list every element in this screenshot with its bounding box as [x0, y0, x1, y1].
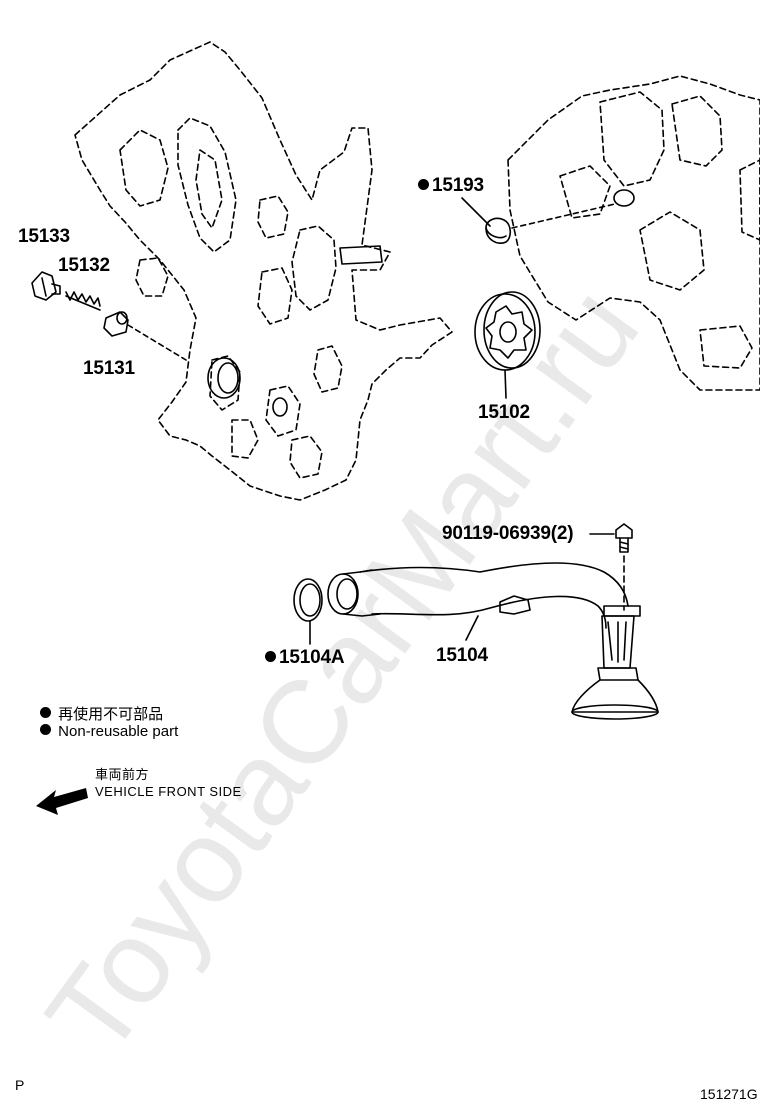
direction-jp: 車両前方 — [95, 767, 150, 782]
oil-pump-rotor-15102 — [474, 291, 541, 371]
leader-valve — [127, 324, 187, 361]
footer-figure-id: 151271G — [700, 1086, 758, 1102]
leader-15193 — [511, 203, 616, 229]
label-15104A-text: 15104A — [279, 647, 345, 668]
label-15133: 15133 — [18, 226, 70, 247]
relief-valve-15131 — [103, 311, 129, 337]
block-bore — [613, 189, 635, 207]
non-reusable-dot-icon — [418, 179, 429, 190]
non-reusable-dot-icon — [265, 651, 276, 662]
oil-strainer-15104 — [327, 562, 659, 720]
label-15104A: 15104A — [265, 647, 345, 669]
label-15193: 15193 — [418, 175, 484, 197]
legend-jp: 再使用不可部品 — [40, 703, 163, 724]
bolt-90119 — [615, 523, 633, 553]
legend-dot-icon — [40, 724, 51, 735]
label-15102: 15102 — [478, 402, 530, 423]
oil-seal-15193 — [485, 217, 512, 244]
cover-bosses — [207, 245, 383, 417]
front-arrow-icon — [36, 788, 88, 815]
legend-en-text: Non-reusable part — [58, 723, 179, 740]
footer-left: P — [15, 1077, 25, 1093]
label-15132: 15132 — [58, 255, 110, 276]
relief-spring-15132 — [65, 291, 101, 311]
o-ring-15104A — [293, 578, 323, 622]
leader-15193-line — [461, 197, 491, 227]
direction-en: VEHICLE FRONT SIDE — [95, 784, 242, 799]
leader-15102 — [504, 369, 507, 399]
leader-15104 — [465, 615, 479, 641]
legend-jp-text: 再使用不可部品 — [58, 706, 164, 723]
label-15104: 15104 — [436, 645, 488, 666]
label-90119-06939: 90119-06939(2) — [442, 523, 574, 544]
label-15193-text: 15193 — [432, 175, 484, 196]
legend-dot-icon — [40, 707, 51, 718]
timing-cover — [74, 41, 453, 501]
label-15131: 15131 — [83, 358, 135, 379]
engine-block — [507, 75, 760, 391]
relief-plug-15133 — [31, 271, 61, 301]
legend-en: Non-reusable part — [40, 723, 178, 740]
